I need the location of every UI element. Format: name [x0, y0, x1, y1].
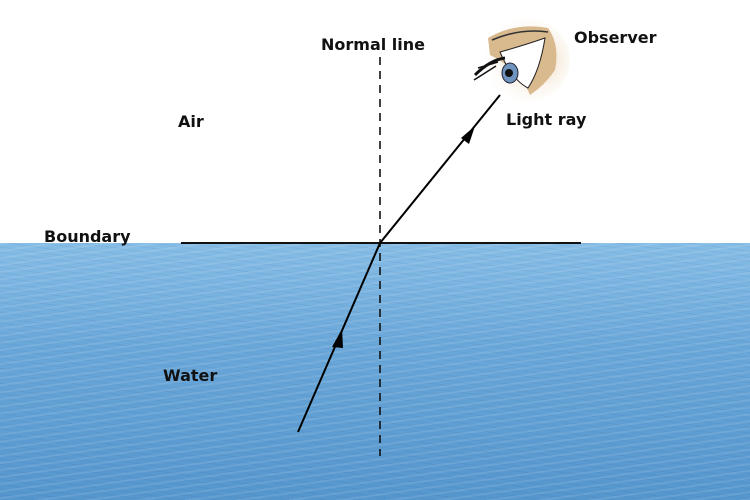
- light-ray-label: Light ray: [506, 110, 587, 129]
- water-region: [0, 243, 750, 500]
- water-label: Water: [163, 366, 218, 385]
- normal-line-label: Normal line: [321, 35, 426, 54]
- arrowhead-air: [461, 126, 475, 144]
- air-label: Air: [178, 112, 204, 131]
- boundary-label: Boundary: [44, 227, 131, 246]
- eye-icon: [473, 18, 570, 102]
- arrowhead-water: [332, 329, 343, 348]
- observer-label: Observer: [574, 28, 657, 47]
- light-ray: [297, 94, 501, 433]
